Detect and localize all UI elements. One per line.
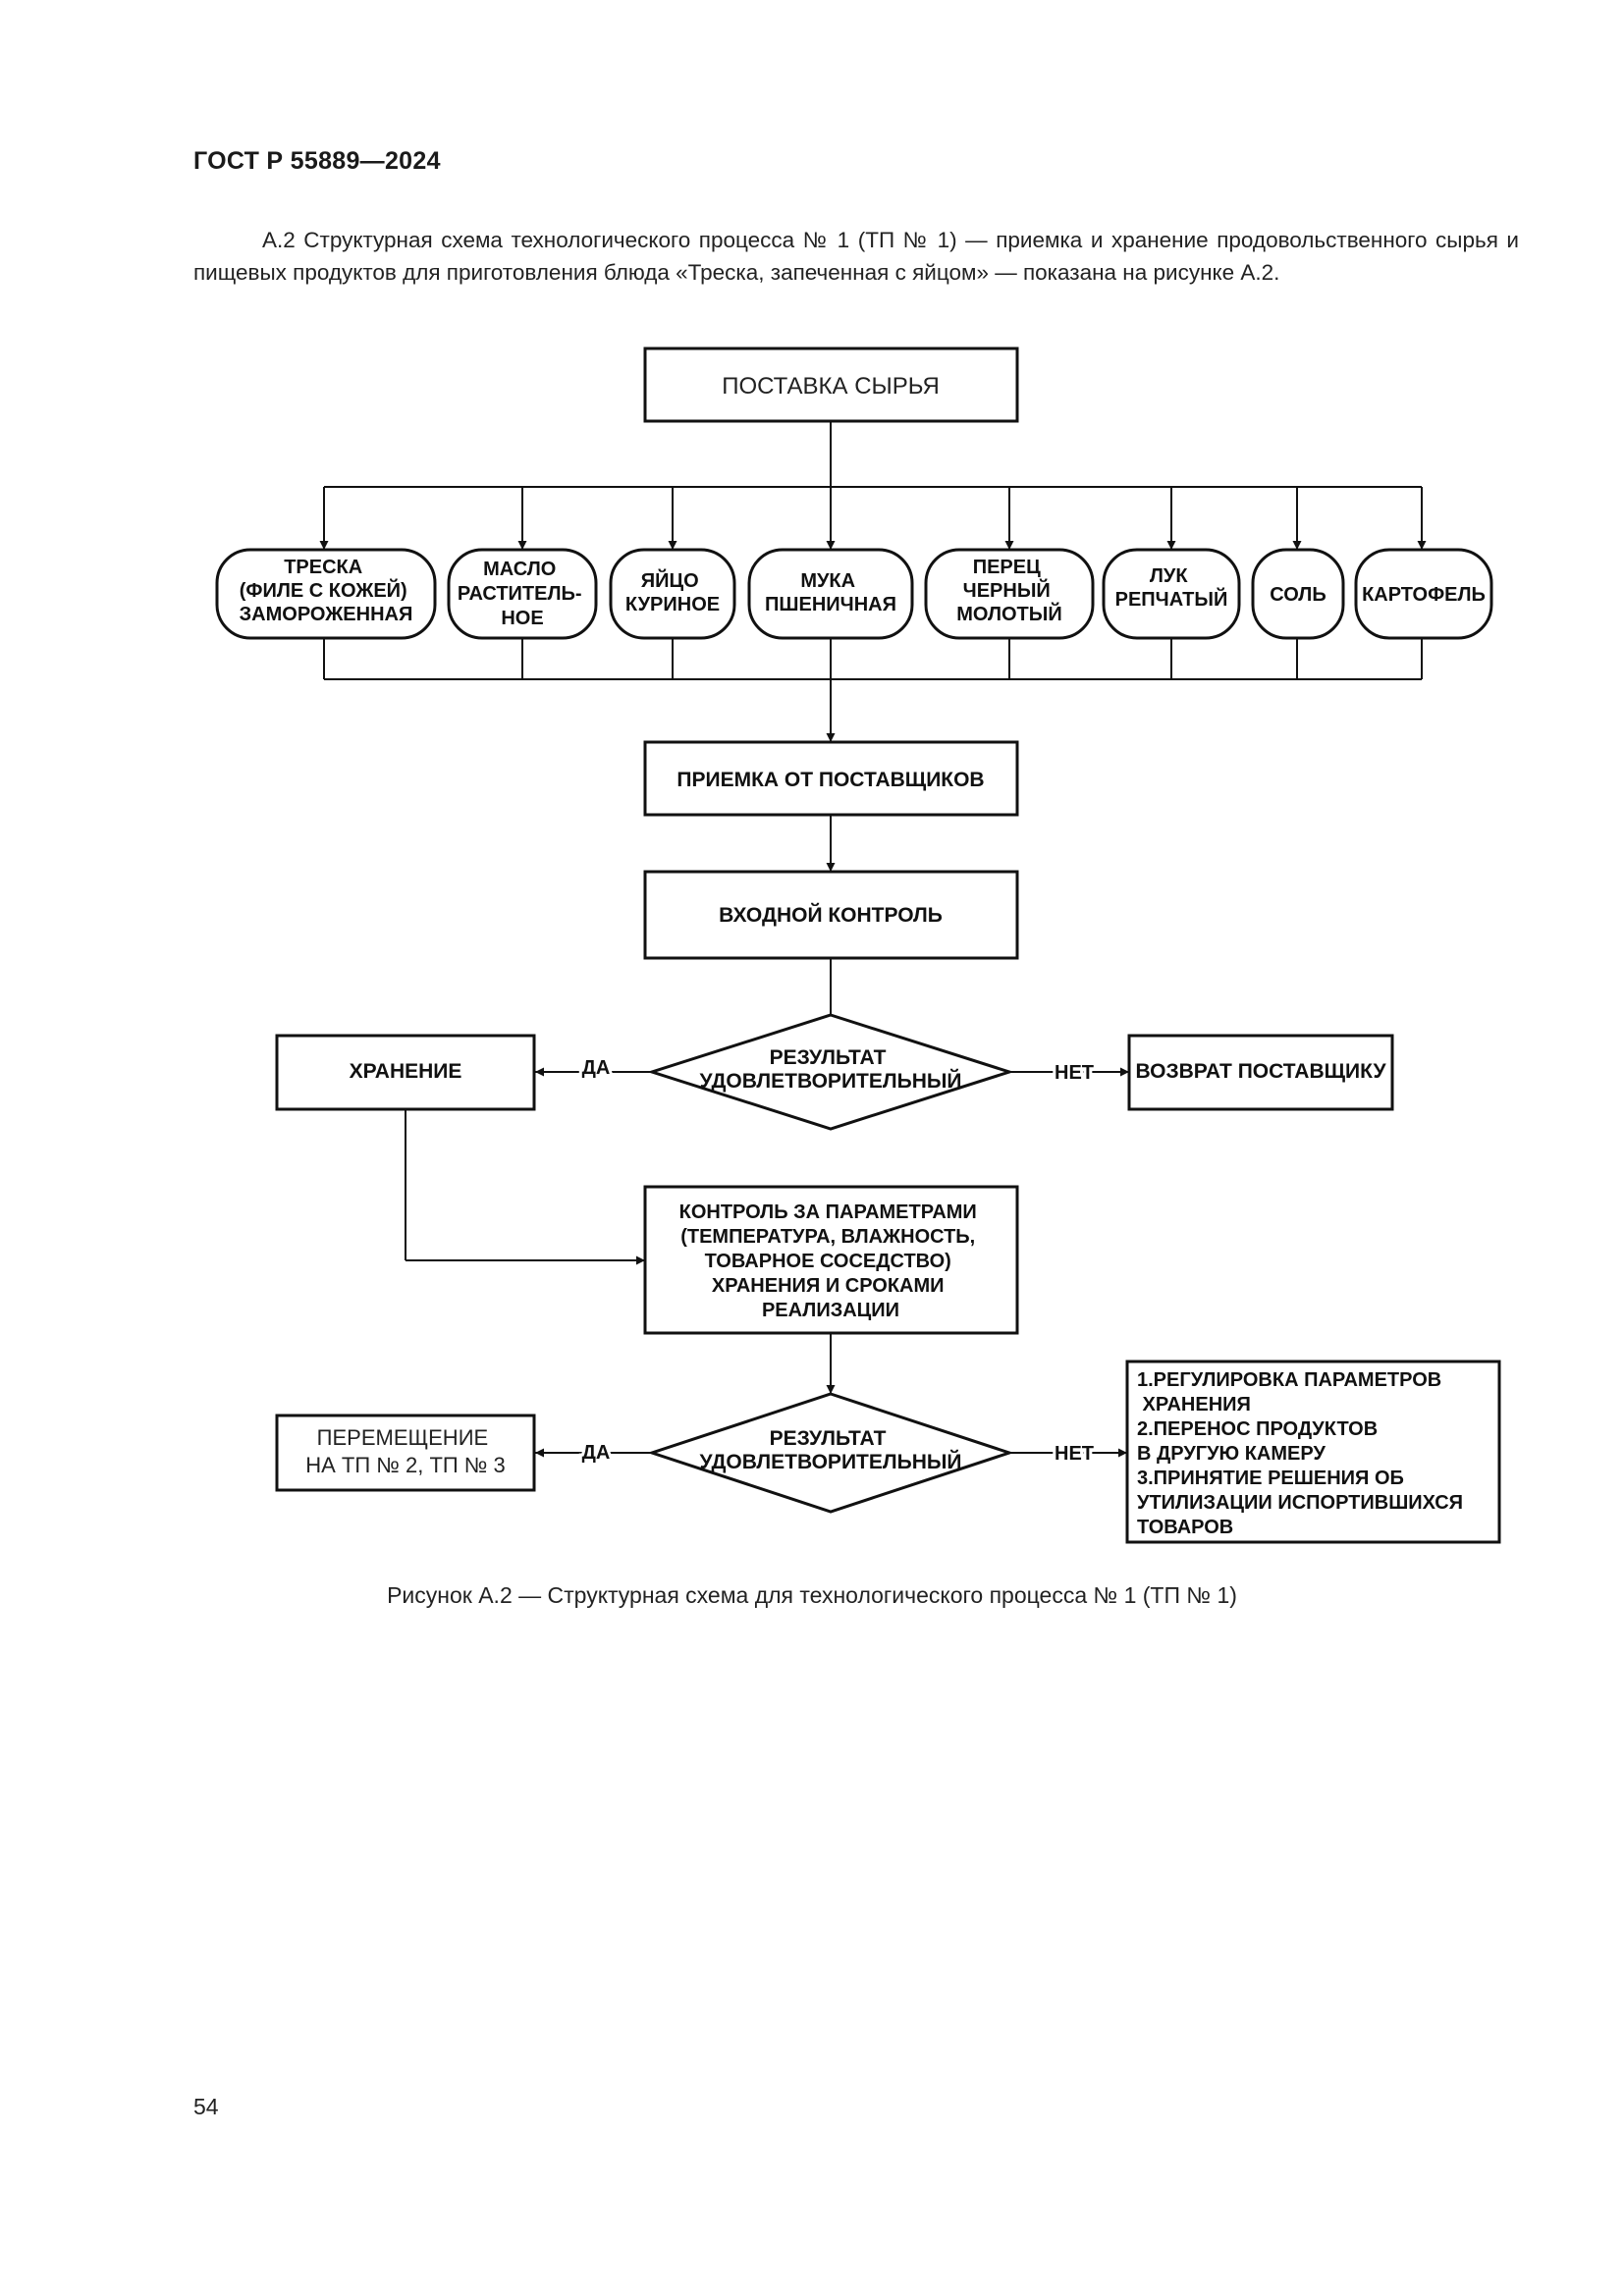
decision-1: РЕЗУЛЬТАТ УДОВЛЕТВОРИТЕЛЬНЫЙ xyxy=(647,1013,1014,1131)
ingredient-line: МОЛОТЫЙ xyxy=(956,602,1061,625)
ingredient-salt: СОЛЬ xyxy=(1251,548,1345,640)
decision-line: УДОВЛЕТВОРИТЕЛЬНЫЙ xyxy=(699,1069,961,1093)
control-line: РЕАЛИЗАЦИИ xyxy=(762,1300,899,1321)
intro-paragraph: А.2 Структурная схема технологического п… xyxy=(193,224,1519,289)
ingredient-pepper: ПЕРЕЦ ЧЕРНЫЙ МОЛОТЫЙ xyxy=(924,548,1095,640)
action-line: 2.ПЕРЕНОС ПРОДУКТОВ xyxy=(1137,1418,1378,1440)
ingredient-line: КАРТОФЕЛЬ xyxy=(1362,584,1486,606)
ingredient-trеска: ТРЕСКА (ФИЛЕ С КОЖЕЙ) ЗАМОРОЖЕННАЯ xyxy=(215,548,437,640)
transfer-line: НА ТП № 2, ТП № 3 xyxy=(305,1453,506,1477)
figure-caption: Рисунок А.2 — Структурная схема для техн… xyxy=(387,1582,1237,1608)
input-control-box: ВХОДНОЙ КОНТРОЛЬ xyxy=(643,870,1019,960)
ingredient-line: ЧЕРНЫЙ xyxy=(963,578,1051,602)
svg-text:КОНТРОЛЬ ЗА ПАРАМЕТРАМИ: КОНТРОЛЬ ЗА ПАРАМЕТРАМИ (ТЕМПЕРАТУРА, ВЛ… xyxy=(679,1201,983,1321)
return-label: ВОЗВРАТ ПОСТАВЩИКУ xyxy=(1135,1060,1386,1083)
storage-box: ХРАНЕНИЕ xyxy=(275,1034,536,1111)
ingredient-line: ПЕРЕЦ xyxy=(973,557,1041,578)
no-label: НЕТ xyxy=(1055,1062,1094,1084)
acceptance-box: ПРИЕМКА ОТ ПОСТАВЩИКОВ xyxy=(643,740,1019,817)
action-line: ХРАНЕНИЯ xyxy=(1137,1394,1251,1415)
supply-label: ПОСТАВКА СЫРЬЯ xyxy=(722,373,940,400)
control-line: КОНТРОЛЬ ЗА ПАРАМЕТРАМИ xyxy=(679,1201,977,1223)
ingredient-line: РЕПЧАТЫЙ xyxy=(1115,587,1228,611)
ingredient-oil: МАСЛО РАСТИТЕЛЬ- НОЕ xyxy=(447,548,598,640)
svg-text:ЯЙЦО КУРИНОЕ: ЯЙЦО КУРИНОЕ xyxy=(625,568,720,615)
input-control-label: ВХОДНОЙ КОНТРОЛЬ xyxy=(719,903,943,927)
document-header: ГОСТ Р 55889—2024 xyxy=(193,147,441,175)
ingredient-flour: МУКА ПШЕНИЧНАЯ xyxy=(747,548,914,640)
control-params-box: КОНТРОЛЬ ЗА ПАРАМЕТРАМИ (ТЕМПЕРАТУРА, ВЛ… xyxy=(643,1185,1019,1335)
storage-label: ХРАНЕНИЕ xyxy=(350,1060,462,1083)
ingredient-line: ЯЙЦО xyxy=(641,568,699,592)
flowchart: ПОСТАВКА СЫРЬЯ ТРЕСКА (ФИЛЕ С КОЖЕЙ) ЗАМ… xyxy=(215,347,1501,1544)
svg-text:1.РЕГУЛИРОВКА ПАРАМЕТРОВ: 1.РЕГУЛИРОВКА ПАРАМЕТРОВ ХРАНЕНИЯ 2.ПЕРЕ… xyxy=(1137,1369,1463,1538)
decision-line: РЕЗУЛЬТАТ xyxy=(770,1046,887,1069)
action-line: УТИЛИЗАЦИИ ИСПОРТИВШИХСЯ xyxy=(1137,1492,1463,1514)
action-line: 1.РЕГУЛИРОВКА ПАРАМЕТРОВ xyxy=(1137,1369,1441,1391)
return-box: ВОЗВРАТ ПОСТАВЩИКУ xyxy=(1127,1034,1394,1111)
action-line: ТОВАРОВ xyxy=(1137,1517,1233,1538)
svg-text:ЛУК РЕПЧАТЫЙ: ЛУК РЕПЧАТЫЙ xyxy=(1115,565,1228,611)
yes-label: ДА xyxy=(582,1442,611,1464)
svg-text:МАСЛО РАСТИТЕЛЬ- Н: МАСЛО РАСТИТЕЛЬ- НОЕ xyxy=(458,559,587,629)
ingredient-egg: ЯЙЦО КУРИНОЕ xyxy=(609,548,736,640)
acceptance-label: ПРИЕМКА ОТ ПОСТАВЩИКОВ xyxy=(677,769,984,791)
svg-text:РЕЗУЛЬТАТ УДОВЛЕТВОРИТЕЛ: РЕЗУЛЬТАТ УДОВЛЕТВОРИТЕЛЬНЫЙ xyxy=(699,1427,961,1473)
svg-text:ПЕРЕМЕЩЕНИЕ НА ТП № 2, Т: ПЕРЕМЕЩЕНИЕ НА ТП № 2, ТП № 3 xyxy=(305,1425,506,1477)
control-line: (ТЕМПЕРАТУРА, ВЛАЖНОСТЬ, xyxy=(680,1226,975,1248)
actions-box: 1.РЕГУЛИРОВКА ПАРАМЕТРОВ ХРАНЕНИЯ 2.ПЕРЕ… xyxy=(1125,1360,1501,1544)
yes-label: ДА xyxy=(582,1057,611,1079)
svg-text:ТРЕСКА (ФИЛЕ С КОЖЕЙ): ТРЕСКА (ФИЛЕ С КОЖЕЙ) ЗАМОРОЖЕННАЯ xyxy=(240,557,413,625)
decision-line: РЕЗУЛЬТАТ xyxy=(770,1427,887,1450)
ingredient-line: ЛУК xyxy=(1150,565,1188,587)
transfer-line: ПЕРЕМЕЩЕНИЕ xyxy=(317,1425,489,1450)
ingredient-potato: КАРТОФЕЛЬ xyxy=(1354,548,1493,640)
page-number: 54 xyxy=(193,2094,219,2119)
ingredient-line: ПШЕНИЧНАЯ xyxy=(765,594,896,615)
ingredient-line: КУРИНОЕ xyxy=(625,594,720,615)
control-line: ТОВАРНОЕ СОСЕДСТВО) xyxy=(705,1251,951,1272)
svg-text:МУКА ПШЕНИЧНАЯ: МУКА ПШЕНИЧНАЯ xyxy=(765,570,896,615)
intro-text: А.2 Структурная схема технологического п… xyxy=(193,228,1519,285)
no-label: НЕТ xyxy=(1055,1443,1094,1465)
decision-2: РЕЗУЛЬТАТ УДОВЛЕТВОРИТЕЛЬНЫЙ xyxy=(647,1392,1014,1514)
action-line: 3.ПРИНЯТИЕ РЕШЕНИЯ ОБ xyxy=(1137,1468,1404,1489)
supply-box: ПОСТАВКА СЫРЬЯ xyxy=(643,347,1019,423)
ingredient-line: ТРЕСКА xyxy=(284,557,362,578)
ingredient-line: МАСЛО xyxy=(483,559,556,580)
ingredient-line: (ФИЛЕ С КОЖЕЙ) xyxy=(240,578,407,602)
ingredient-line: НОЕ xyxy=(501,608,543,629)
ingredient-onion: ЛУК РЕПЧАТЫЙ xyxy=(1102,548,1241,640)
action-line: В ДРУГУЮ КАМЕРУ xyxy=(1137,1443,1326,1465)
transfer-box: ПЕРЕМЕЩЕНИЕ НА ТП № 2, ТП № 3 xyxy=(275,1414,536,1492)
decision-line: УДОВЛЕТВОРИТЕЛЬНЫЙ xyxy=(699,1450,961,1473)
ingredient-line: МУКА xyxy=(800,570,855,592)
ingredient-line: РАСТИТЕЛЬ- xyxy=(458,583,582,605)
ingredient-line: ЗАМОРОЖЕННАЯ xyxy=(240,604,413,625)
ingredient-line: СОЛЬ xyxy=(1270,584,1326,606)
svg-text:ПЕРЕЦ ЧЕРНЫЙ МОЛОТ: ПЕРЕЦ ЧЕРНЫЙ МОЛОТЫЙ xyxy=(956,557,1061,625)
control-line: ХРАНЕНИЯ И СРОКАМИ xyxy=(712,1275,945,1297)
svg-text:РЕЗУЛЬТАТ УДОВЛЕТВОРИТЕЛ: РЕЗУЛЬТАТ УДОВЛЕТВОРИТЕЛЬНЫЙ xyxy=(699,1046,961,1093)
